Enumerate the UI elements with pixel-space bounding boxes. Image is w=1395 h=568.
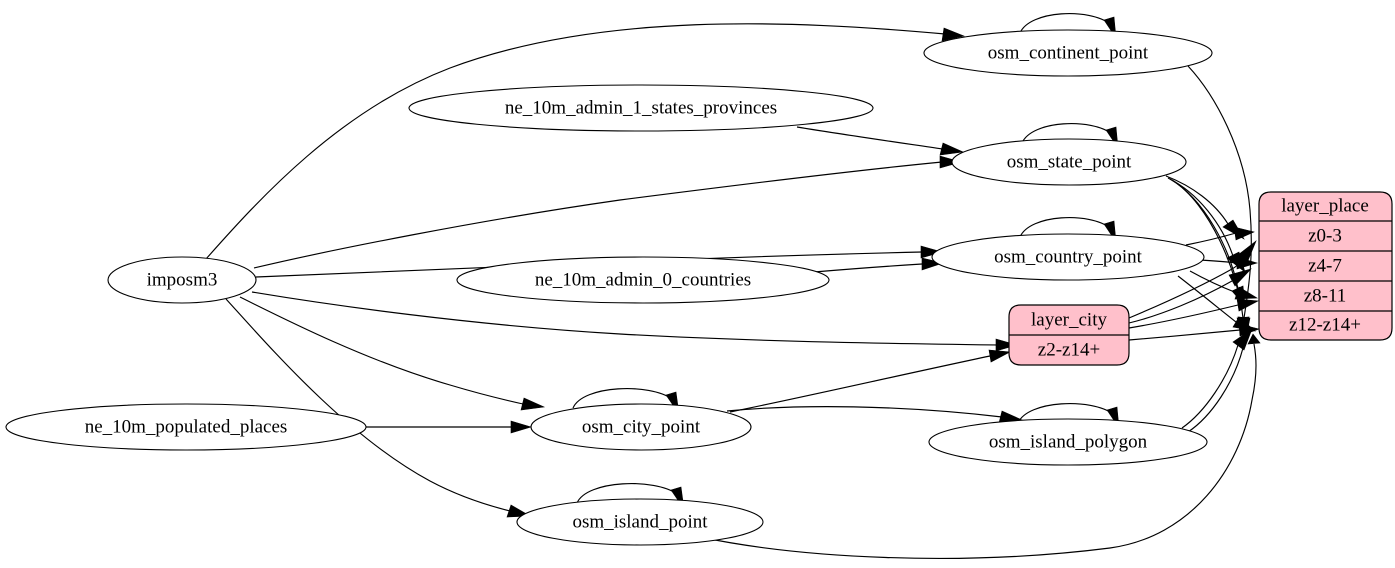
- edge-self-osm-continent-point: [1019, 13, 1111, 34]
- node-ne-10m-populated-places[interactable]: ne_10m_populated_places: [5, 403, 367, 451]
- arrowhead-icon: [510, 420, 533, 434]
- edge-layer-city-to-layer-place-z4: [1128, 280, 1233, 324]
- edge-osm-state-point-to-layer-place-z0: [1165, 175, 1229, 225]
- edge-osm-state-point-to-layer-place-z8: [1169, 178, 1239, 290]
- record-layer-city-title: layer_city: [1031, 309, 1107, 330]
- node-osm-island-polygon-label: osm_island_polygon: [989, 431, 1148, 452]
- node-osm-city-point[interactable]: osm_city_point: [530, 403, 752, 451]
- record-layer-place-row-z12-z14[interactable]: z12-z14+: [1289, 314, 1361, 335]
- record-layer-place-body[interactable]: [1258, 191, 1393, 341]
- arrowhead-icon: [920, 245, 944, 259]
- edge-self-osm-country-point: [1019, 217, 1111, 238]
- node-osm-continent-point-label: osm_continent_point: [988, 42, 1149, 63]
- node-ne-countries-label: ne_10m_admin_0_countries: [535, 269, 751, 290]
- arrowhead-icon: [520, 397, 546, 411]
- node-osm-continent-point-shape[interactable]: [923, 29, 1213, 77]
- arrowhead-icon: [1232, 328, 1253, 351]
- arrowhead-icon: [1237, 240, 1257, 264]
- node-osm-state-point[interactable]: osm_state_point: [951, 138, 1187, 186]
- node-osm-country-point-label: osm_country_point: [994, 246, 1142, 267]
- record-node-layer-city[interactable]: layer_city z2-z14+: [1008, 304, 1130, 366]
- node-imposm3[interactable]: imposm3: [107, 256, 257, 304]
- edge-layer-city-to-layer-place-z0: [1128, 259, 1244, 319]
- node-osm-island-point-label: osm_island_point: [572, 511, 708, 532]
- node-ne-populated-shape[interactable]: [5, 403, 367, 451]
- record-layer-place-row-z4-7[interactable]: z4-7: [1308, 255, 1342, 276]
- edge-layer-city-to-layer-place-z8: [1128, 304, 1239, 329]
- node-osm-country-point[interactable]: osm_country_point: [931, 233, 1205, 281]
- node-osm-city-point-label: osm_city_point: [582, 416, 701, 437]
- node-imposm3-shape[interactable]: [107, 256, 257, 304]
- node-osm-city-point-shape[interactable]: [530, 403, 752, 451]
- node-ne-populated-label: ne_10m_populated_places: [85, 416, 288, 437]
- edge-self-osm-state-point: [1021, 123, 1113, 144]
- edge-imposm3-to-osm-state-point: [253, 161, 943, 269]
- node-layer: imposm3 ne_10m_admin_1_states_provinces …: [5, 29, 1393, 546]
- node-osm-island-point[interactable]: osm_island_point: [516, 498, 764, 546]
- edge-osm-city-point-to-layer-city: [729, 355, 991, 413]
- edge-layer-city-to-layer-place-z12: [1128, 329, 1241, 341]
- edge-osm-island-polygon-to-layer-place-z12: [1181, 344, 1239, 429]
- edge-osm-country-point-to-layer-place-z4: [1199, 259, 1239, 264]
- edge-imposm3-to-osm-continent-point: [205, 23, 946, 260]
- arrowhead-icon: [1234, 286, 1258, 300]
- edge-self-osm-island-point: [576, 483, 678, 504]
- arrowhead-icon: [1247, 333, 1261, 345]
- arrowhead-icon: [941, 27, 966, 42]
- arrowhead-icon: [1228, 268, 1252, 287]
- arrowhead-icon: [921, 257, 945, 271]
- edge-osm-city-point-to-osm-island-polygon: [726, 406, 1003, 418]
- edge-imposm3-to-layer-city: [251, 291, 998, 346]
- node-osm-island-point-shape[interactable]: [516, 498, 764, 546]
- node-osm-state-point-shape[interactable]: [951, 138, 1187, 186]
- node-ne-10m-admin-0-countries[interactable]: ne_10m_admin_0_countries: [456, 256, 830, 304]
- node-ne-10m-admin-1-states-provinces[interactable]: ne_10m_admin_1_states_provinces: [408, 84, 874, 132]
- edge-osm-island-point-to-layer-place-z12: [699, 343, 1257, 559]
- node-osm-country-point-shape[interactable]: [931, 233, 1205, 281]
- record-layer-place-row-z0-3[interactable]: z0-3: [1308, 225, 1342, 246]
- arrowhead-icon: [939, 155, 963, 169]
- edge-osm-continent-point-to-layer-place-z12: [1187, 65, 1252, 319]
- record-layer-city-row-z2-z14[interactable]: z2-z14+: [1038, 339, 1100, 360]
- edge-osm-country-point-to-layer-place-z12: [1177, 275, 1237, 323]
- node-imposm3-label: imposm3: [147, 269, 218, 290]
- node-osm-continent-point[interactable]: osm_continent_point: [923, 29, 1213, 77]
- node-ne-states-shape[interactable]: [408, 84, 874, 132]
- record-layer-place-title: layer_place: [1281, 195, 1369, 216]
- edge-self-osm-island-polygon: [1017, 403, 1114, 424]
- arrowhead-icon: [1233, 226, 1255, 241]
- record-layer-place-row-z8-11[interactable]: z8-11: [1304, 285, 1347, 306]
- edge-osm-island-polygon-to-layer-place-z12-b: [1187, 347, 1244, 433]
- edge-self-osm-city-point: [572, 388, 673, 409]
- edge-imposm3-to-osm-island-point: [225, 298, 511, 512]
- edge-osm-country-point-to-layer-place-z8: [1189, 270, 1238, 294]
- arrowhead-icon: [1236, 298, 1260, 312]
- node-osm-island-polygon[interactable]: osm_island_polygon: [928, 418, 1208, 466]
- node-osm-state-point-label: osm_state_point: [1007, 151, 1132, 172]
- edge-ne-countries-to-osm-country-point: [813, 263, 923, 273]
- arrowhead-icon: [988, 349, 1012, 363]
- edge-osm-country-point-to-layer-place-z0: [1185, 232, 1237, 246]
- node-ne-countries-shape[interactable]: [456, 256, 830, 304]
- arrowhead-icon: [939, 142, 965, 156]
- record-node-layer-place[interactable]: layer_place z0-3 z4-7 z8-11 z12-z14+: [1258, 191, 1393, 341]
- edge-ne-states-to-osm-state-point: [796, 126, 943, 150]
- edge-imposm3-to-osm-city-point: [239, 296, 524, 405]
- node-ne-states-label: ne_10m_admin_1_states_provinces: [505, 97, 777, 118]
- node-osm-island-polygon-shape[interactable]: [928, 418, 1208, 466]
- arrowhead-icon: [995, 338, 1019, 352]
